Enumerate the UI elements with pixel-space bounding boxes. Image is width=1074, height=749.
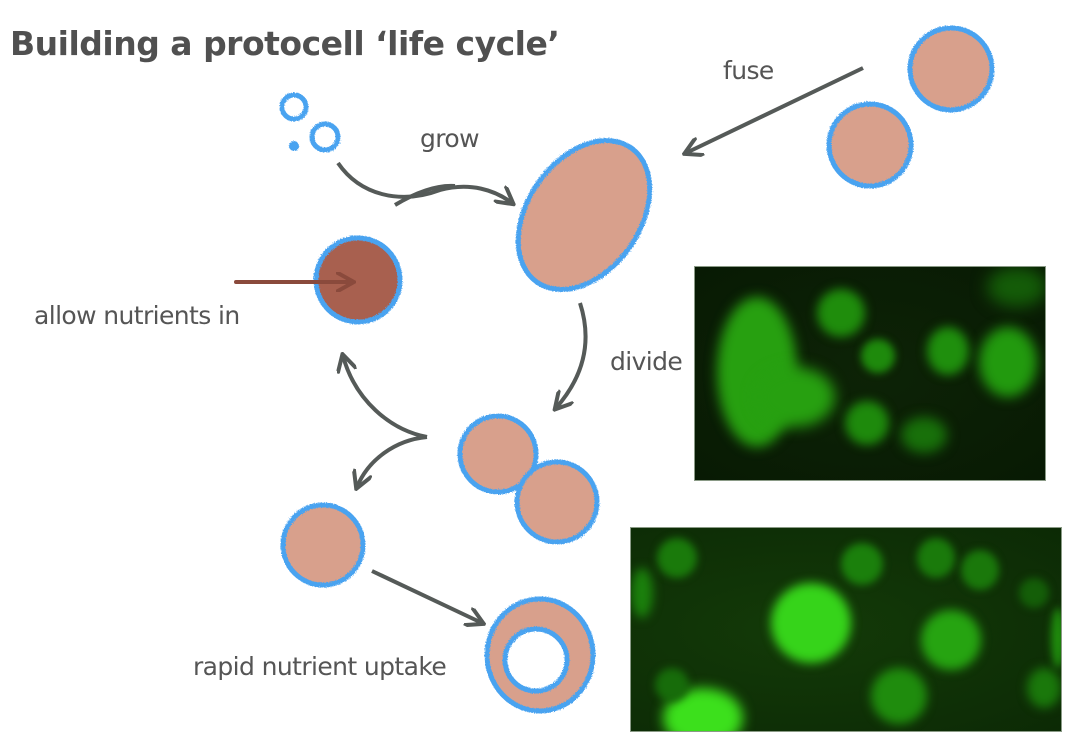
grown-vesicle xyxy=(515,138,653,292)
uptake-arrow xyxy=(371,569,482,623)
divide-arrow xyxy=(556,302,588,408)
fuse-arrow xyxy=(686,66,864,153)
fluorescence-micrograph-dividing xyxy=(694,266,1046,481)
daughter-vesicle xyxy=(280,502,366,588)
dividing-vesicles xyxy=(457,413,600,545)
label-fuse: fuse xyxy=(723,56,774,85)
slide-title: Building a protocell ‘life cycle’ xyxy=(10,24,560,63)
label-rapid-nutrient-uptake: rapid nutrient uptake xyxy=(193,652,447,681)
fluorescence-micrograph-vesicles xyxy=(630,527,1062,732)
grow-arrow xyxy=(336,161,512,203)
branch-arrow-down xyxy=(357,435,428,487)
fusing-vesicles xyxy=(826,25,995,189)
label-allow-nutrients-in: allow nutrients in xyxy=(34,301,240,330)
uptake-vesicle xyxy=(484,596,596,714)
branch-arrow-up xyxy=(343,356,428,439)
label-grow: grow xyxy=(420,124,480,153)
small-vesicles xyxy=(279,92,341,153)
label-divide: divide xyxy=(610,347,683,376)
